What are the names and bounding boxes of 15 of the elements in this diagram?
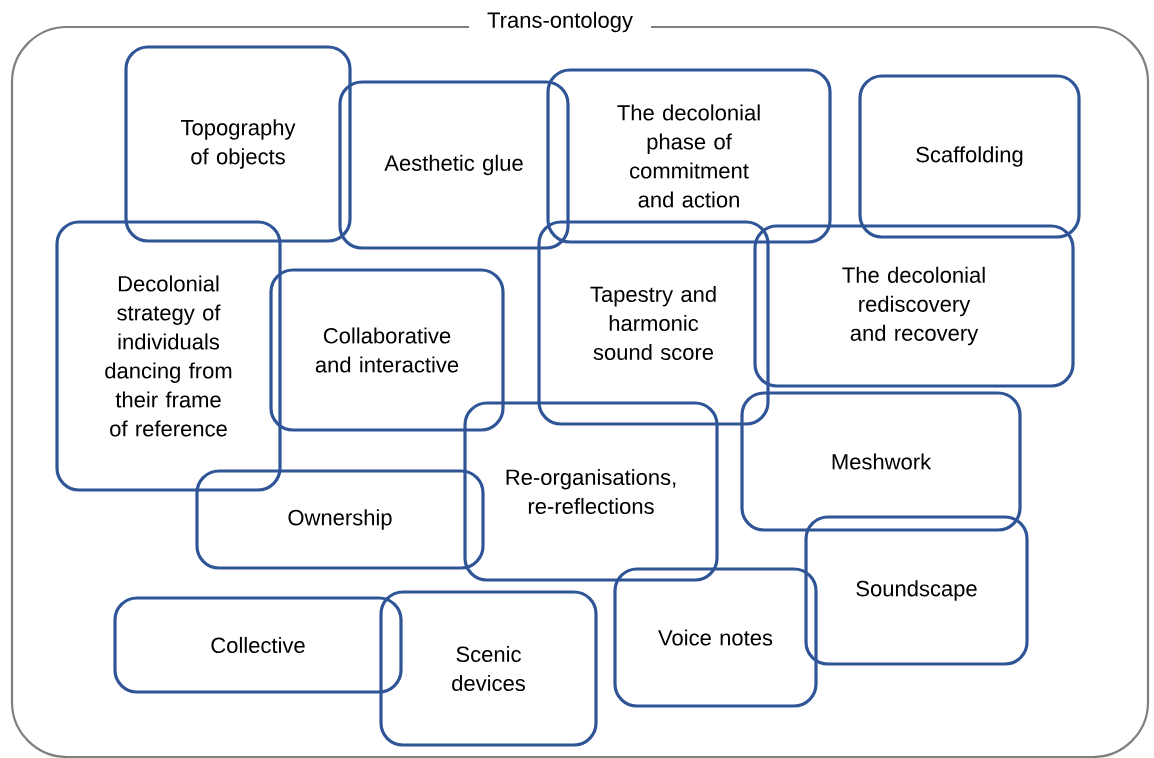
rounded-box: Scaffolding <box>858 74 1081 239</box>
rounded-box: Tapestry and harmonic sound score <box>537 220 770 426</box>
rounded-box: The decolonial phase of commitment and action <box>546 68 832 244</box>
rounded-box: Collaborative and interactive <box>269 268 505 432</box>
rounded-box: The decolonial rediscovery and recovery <box>753 224 1075 388</box>
rounded-box: Aesthetic glue <box>338 80 570 250</box>
rounded-box: Voice notes <box>613 567 818 708</box>
rounded-box: Meshwork <box>740 391 1022 532</box>
rounded-box: Topography of objects <box>124 45 352 243</box>
rounded-box: Re-organisations, re-reflections <box>463 401 719 582</box>
rounded-box: Ownership <box>195 469 485 570</box>
rounded-box: Decolonial strategy of individuals dancing from their frame of reference <box>55 220 282 492</box>
rounded-box: Scenic devices <box>379 590 598 747</box>
rounded-box: Soundscape <box>804 515 1029 666</box>
rounded-box: Collective <box>113 596 403 694</box>
